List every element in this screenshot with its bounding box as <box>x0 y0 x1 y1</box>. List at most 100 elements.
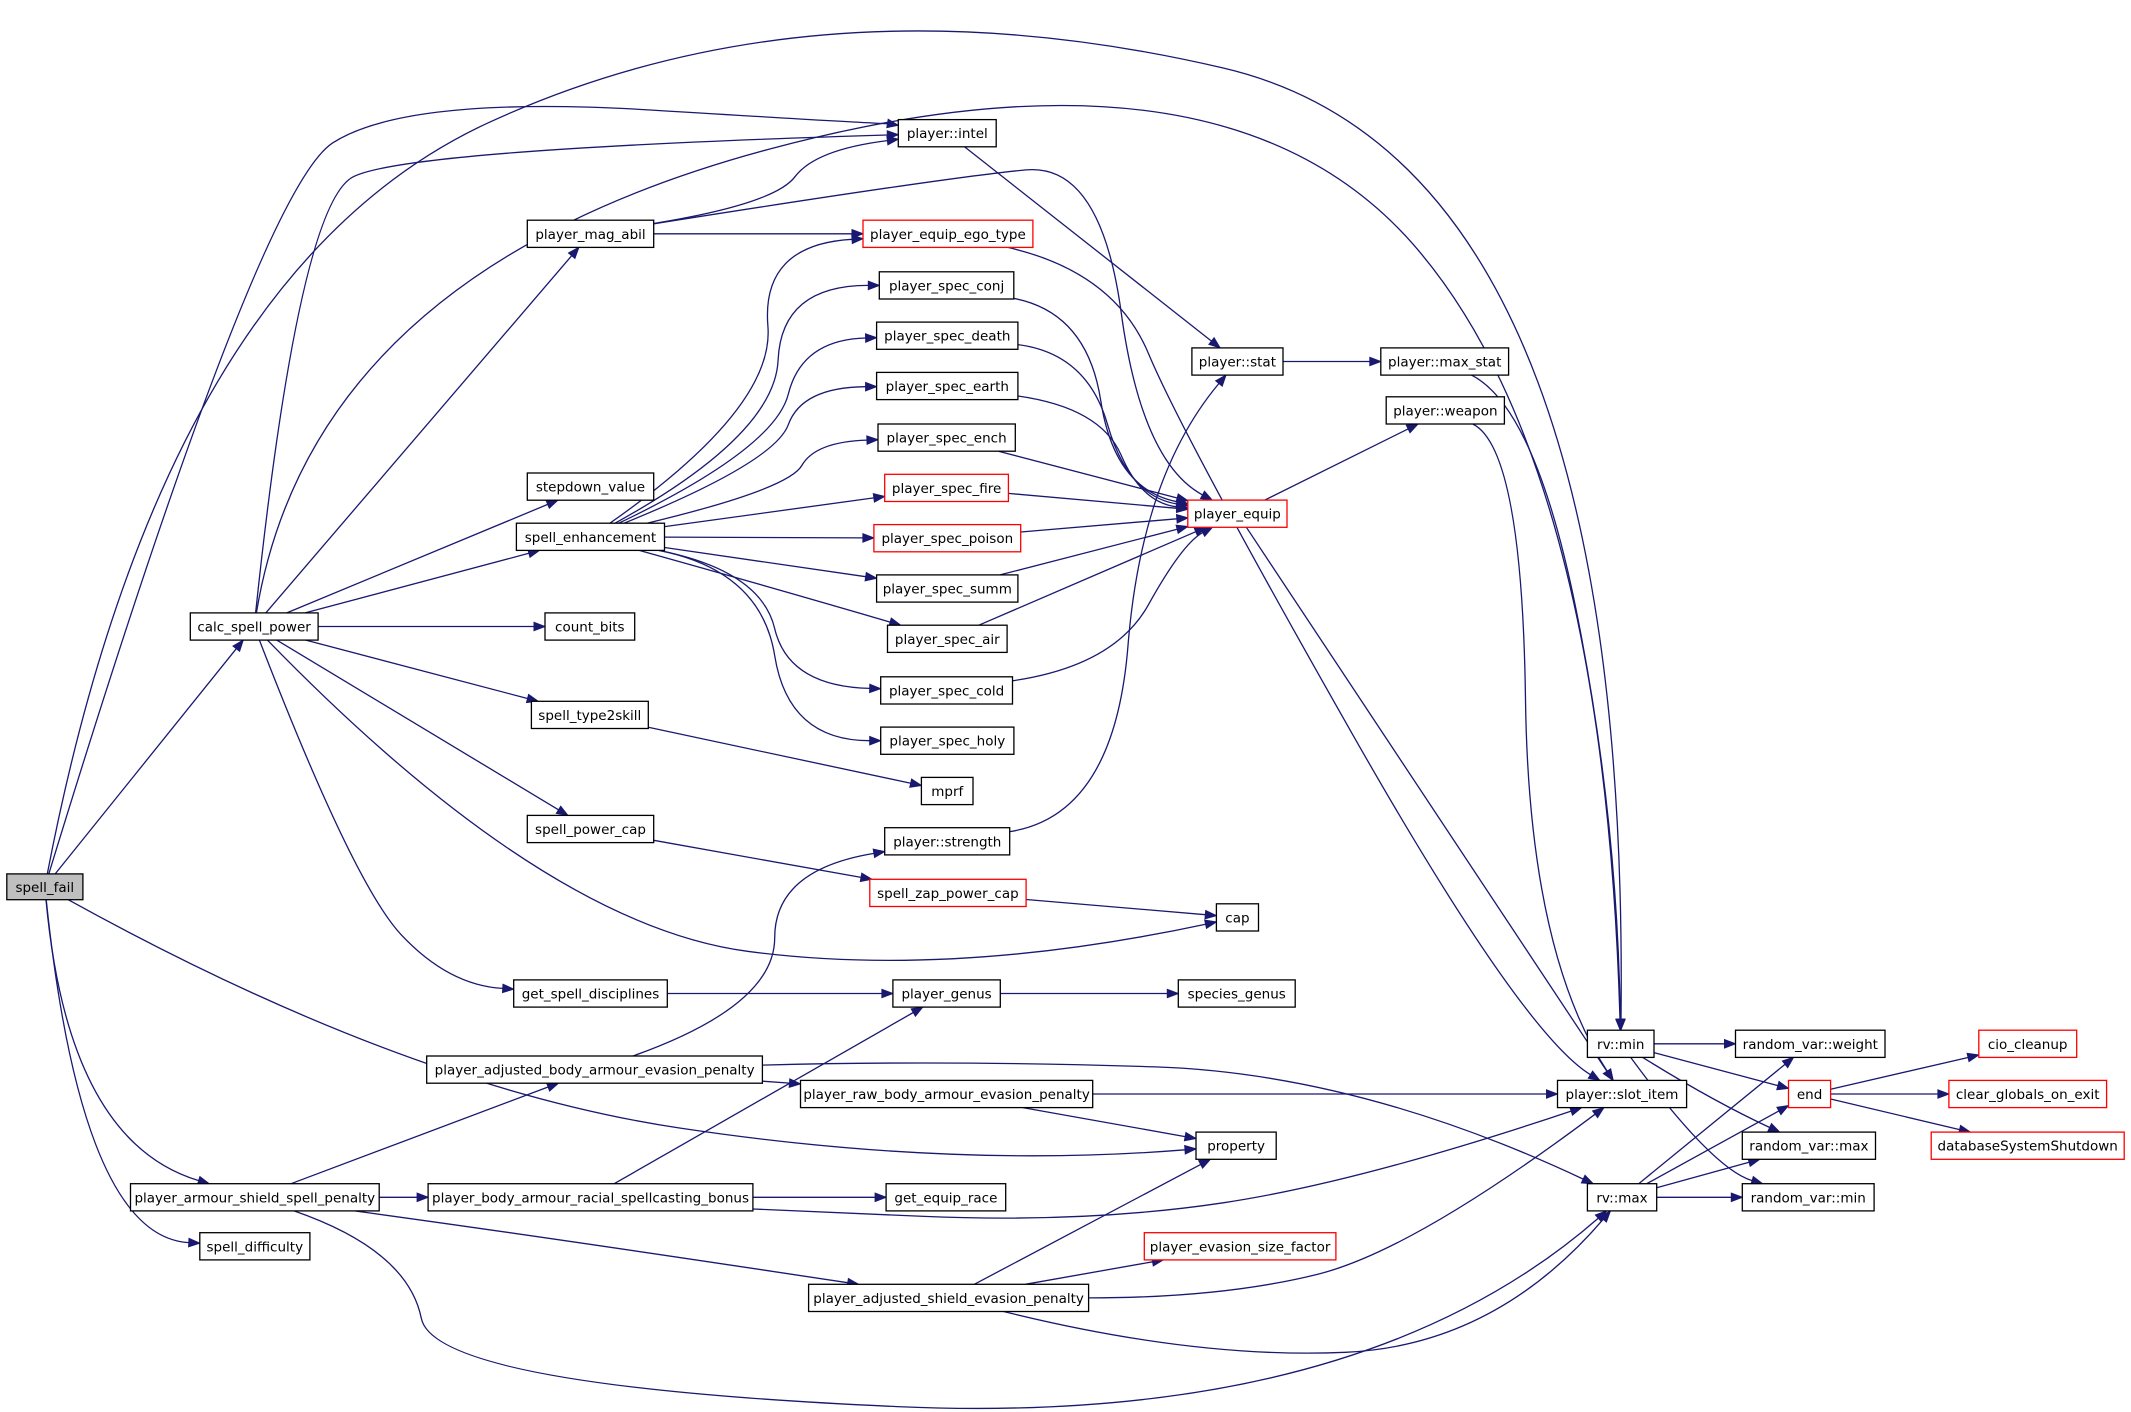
node-rv-min[interactable]: rv::min <box>1586 1029 1655 1059</box>
node-label: player_spec_air <box>895 632 1000 648</box>
node-label: player_spec_holy <box>889 734 1005 750</box>
edge-spell_enhancement-to-player_spec_summ <box>664 546 866 578</box>
node-databaseSystemShutdown[interactable]: databaseSystemShutdown <box>1930 1131 2125 1160</box>
node-get-equip-race[interactable]: get_equip_race <box>885 1183 1007 1212</box>
arrowhead-player_intel <box>886 135 900 146</box>
node-player-spec-cold[interactable]: player_spec_cold <box>880 676 1014 705</box>
node-rv-max[interactable]: rv::max <box>1586 1183 1658 1212</box>
node-label: player_spec_death <box>884 329 1010 345</box>
arrowhead-player_spec_fire <box>872 493 887 503</box>
arrowhead-get_spell_disciplines <box>501 983 516 994</box>
node-player-genus[interactable]: player_genus <box>892 979 1001 1008</box>
node-player-adjusted-body-armour-evasion-penalty[interactable]: player_adjusted_body_armour_evasion_pena… <box>426 1055 764 1084</box>
node-spell-fail[interactable]: spell_fail <box>6 873 84 901</box>
arrowhead-random_var_min <box>1730 1192 1744 1203</box>
node-box <box>892 979 1001 1008</box>
node-player-spec-conj[interactable]: player_spec_conj <box>878 271 1015 300</box>
arrowhead-player_slot_item <box>1546 1089 1559 1099</box>
edge-spell_power_cap-to-spell_zap_power_cap <box>653 839 862 879</box>
node-box <box>189 612 319 641</box>
node-get-spell-disciplines[interactable]: get_spell_disciplines <box>513 979 668 1008</box>
node-label: player_equip_ego_type <box>870 227 1026 243</box>
node-cio-cleanup[interactable]: cio_cleanup <box>1978 1029 2078 1059</box>
node-box <box>875 321 1019 350</box>
node-count-bits[interactable]: count_bits <box>544 612 636 641</box>
node-clear-globals-on-exit[interactable]: clear_globals_on_exit <box>1948 1079 2108 1109</box>
node-label: end <box>1797 1087 1822 1103</box>
node-box <box>129 1183 380 1212</box>
node-box <box>1143 1232 1337 1261</box>
node-player-spec-holy[interactable]: player_spec_holy <box>880 726 1015 755</box>
arrowhead-rv_max <box>1580 1174 1595 1185</box>
edge-spell_enhancement-to-player_spec_poison <box>664 536 863 539</box>
node-player-intel[interactable]: player::intel <box>897 118 997 148</box>
node-player-spec-summ[interactable]: player_spec_summ <box>875 574 1019 603</box>
arrowhead-spell_difficulty <box>188 1237 202 1248</box>
node-box <box>1187 499 1288 528</box>
node-player-armour-shield-spell-penalty[interactable]: player_armour_shield_spell_penalty <box>129 1183 380 1212</box>
node-player-mag-abil[interactable]: player_mag_abil <box>526 219 655 249</box>
edge-rv_max-to-random_var_weight <box>1638 1063 1786 1185</box>
node-stepdown-value[interactable]: stepdown_value <box>526 472 655 501</box>
node-player-raw-body-armour-evasion-penalty[interactable]: player_raw_body_armour_evasion_penalty <box>799 1079 1094 1109</box>
node-species-genus[interactable]: species_genus <box>1177 979 1296 1008</box>
node-label: cio_cleanup <box>1988 1037 2068 1053</box>
node-calc-spell-power[interactable]: calc_spell_power <box>189 612 319 641</box>
node-player-spec-fire[interactable]: player_spec_fire <box>884 473 1010 503</box>
node-cap[interactable]: cap <box>1215 903 1260 932</box>
node-spell-power-cap[interactable]: spell_power_cap <box>526 814 655 844</box>
node-spell-zap-power-cap[interactable]: spell_zap_power_cap <box>869 878 1027 908</box>
arrowhead-player_slot_item <box>1587 1070 1601 1082</box>
node-player-max-stat[interactable]: player::max_stat <box>1380 347 1510 376</box>
node-player-equip-ego-type[interactable]: player_equip_ego_type <box>862 219 1034 249</box>
node-box <box>875 371 1019 401</box>
node-player-evasion-size-factor[interactable]: player_evasion_size_factor <box>1143 1232 1337 1261</box>
node-player-weapon[interactable]: player::weapon <box>1385 396 1506 425</box>
node-end[interactable]: end <box>1787 1079 1832 1109</box>
edge-player_equip-to-player_slot_item <box>1245 526 1608 1072</box>
edge-player_armour_shield_spell_penalty-to-player_adjusted_body_armour_evasion_penalty <box>290 1086 549 1185</box>
edge-player_body_armour_racial_spellcasting_bonus-to-player_genus <box>613 1011 914 1185</box>
node-box <box>878 271 1015 300</box>
edge-spell_type2skill-to-mprf <box>648 726 911 784</box>
edge-spell_enhancement-to-player_spec_ench <box>646 439 868 524</box>
node-label: mprf <box>931 784 964 800</box>
node-player-body-armour-racial-spellcasting-bonus[interactable]: player_body_armour_racial_spellcasting_b… <box>427 1183 754 1212</box>
node-label: player::weapon <box>1393 403 1497 419</box>
arrowhead-player_weapon <box>1405 423 1420 434</box>
node-player-spec-poison[interactable]: player_spec_poison <box>873 523 1022 553</box>
arrowhead-player_equip <box>1175 524 1190 535</box>
node-random-var-max[interactable]: random_var::max <box>1741 1131 1877 1160</box>
node-player-stat[interactable]: player::stat <box>1191 347 1284 376</box>
node-player-spec-death[interactable]: player_spec_death <box>875 321 1019 350</box>
edge-player_adjusted_shield_evasion_penalty-to-player_slot_item <box>1088 1113 1596 1299</box>
node-random-var-min[interactable]: random_var::min <box>1741 1183 1875 1212</box>
node-mprf[interactable]: mprf <box>920 776 974 806</box>
node-player-spec-air[interactable]: player_spec_air <box>886 624 1008 654</box>
arrowhead-rv_min <box>1615 1018 1626 1032</box>
node-label: get_spell_disciplines <box>522 987 660 1003</box>
node-spell-difficulty[interactable]: spell_difficulty <box>199 1232 311 1261</box>
arrowhead-stepdown_value <box>545 499 560 510</box>
node-property[interactable]: property <box>1195 1131 1277 1160</box>
node-player-slot-item[interactable]: player::slot_item <box>1556 1079 1688 1109</box>
node-player-equip[interactable]: player_equip <box>1187 499 1288 528</box>
node-spell-type2skill[interactable]: spell_type2skill <box>530 700 649 730</box>
node-label: player_evasion_size_factor <box>1150 1239 1331 1255</box>
node-label: cap <box>1225 910 1249 926</box>
node-player-strength[interactable]: player::strength <box>884 827 1011 856</box>
edge-player_spec_fire-to-player_equip <box>1008 492 1177 509</box>
node-random-var-weight[interactable]: random_var::weight <box>1734 1029 1886 1059</box>
edge-player_adjusted_body_armour_evasion_penalty-to-player_strength <box>632 852 875 1057</box>
arrowhead-mprf <box>909 778 923 788</box>
arrowhead-random_var_weight <box>1724 1038 1737 1049</box>
arrowhead-spell_zap_power_cap <box>859 872 874 883</box>
edge-player_max_stat-to-rv_min <box>1471 374 1621 1020</box>
node-player-spec-ench[interactable]: player_spec_ench <box>877 423 1016 452</box>
node-box <box>526 219 655 249</box>
node-player-adjusted-shield-evasion-penalty[interactable]: player_adjusted_shield_evasion_penalty <box>807 1283 1090 1313</box>
node-spell-enhancement[interactable]: spell_enhancement <box>515 522 666 552</box>
node-player-spec-earth[interactable]: player_spec_earth <box>875 371 1019 401</box>
arrowhead-player_equip <box>1175 493 1190 503</box>
edge-spell_fail-to-rv_min <box>46 30 1622 1020</box>
